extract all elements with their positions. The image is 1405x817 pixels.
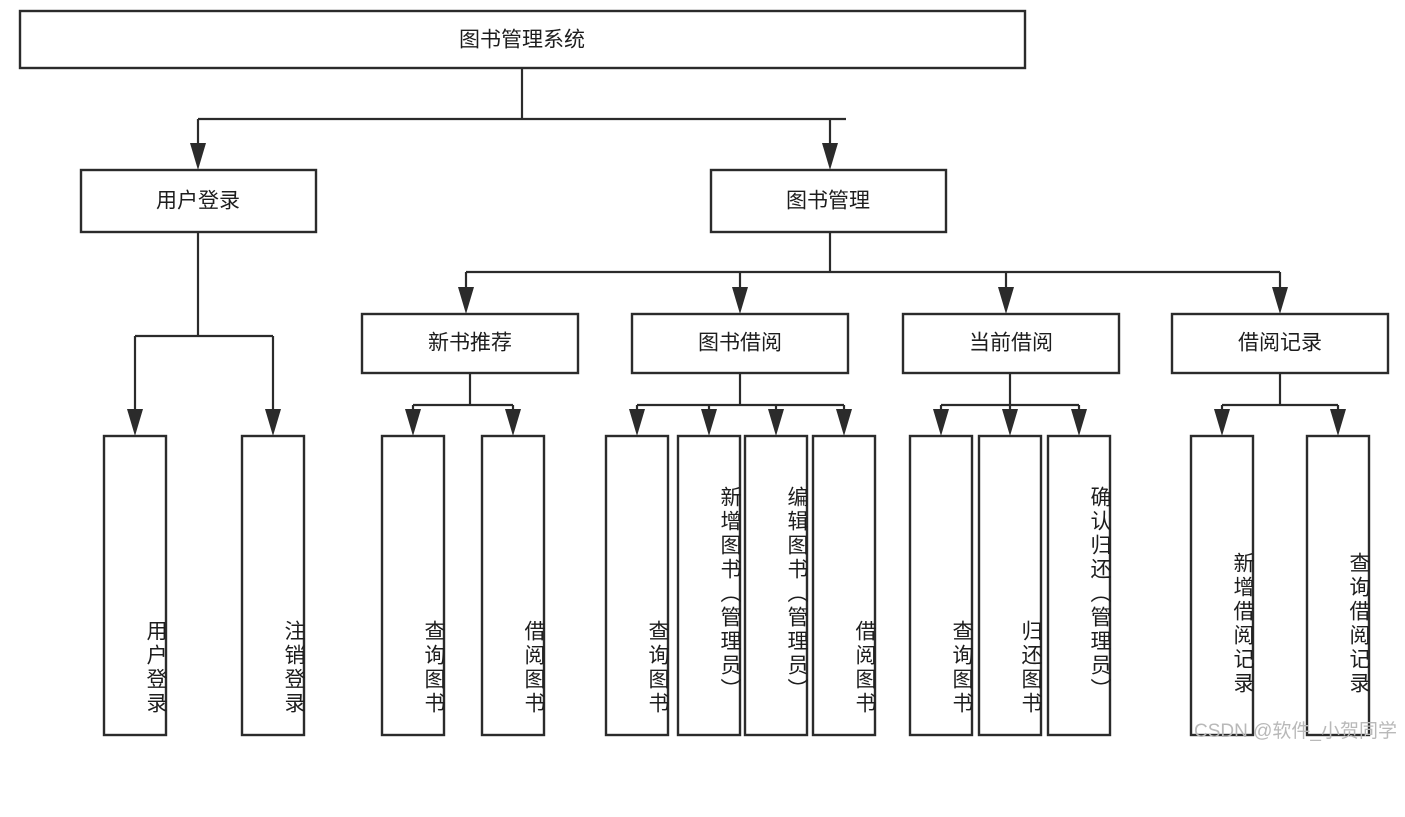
node-root-label: 图书管理系统 <box>459 29 585 52</box>
node-book-management-box[interactable] <box>709 168 948 234</box>
leaf-box[interactable] <box>1189 434 1255 737</box>
node-borrow-record-label: 借阅记录 <box>1238 332 1322 355</box>
arrow-head-icon <box>732 287 748 314</box>
arrow-head-icon <box>1214 409 1230 436</box>
arrow-head-icon <box>505 409 521 436</box>
node-book-borrow[interactable]: 图书借阅 <box>630 312 850 375</box>
arrow-head-icon <box>822 143 838 170</box>
node-borrow-record-box[interactable] <box>1170 312 1390 375</box>
leaf-box[interactable] <box>1046 434 1112 737</box>
arrow-head-icon <box>836 409 852 436</box>
leaf-box[interactable] <box>240 434 306 737</box>
arrow-head-icon <box>127 409 143 436</box>
connector-root-to-level2 <box>190 68 846 170</box>
node-user-login-box[interactable] <box>79 168 318 234</box>
arrow-head-icon <box>933 409 949 436</box>
arrow-head-icon <box>265 409 281 436</box>
arrow-head-icon <box>701 409 717 436</box>
arrow-head-icon <box>1272 287 1288 314</box>
leaf-box[interactable] <box>380 434 446 737</box>
leaf-box[interactable] <box>811 434 877 737</box>
node-current-borrow-label: 当前借阅 <box>969 332 1053 355</box>
arrow-head-icon <box>1002 409 1018 436</box>
arrow-head-icon <box>458 287 474 314</box>
node-current-borrow[interactable]: 当前借阅 <box>901 312 1121 375</box>
node-borrow-record[interactable]: 借阅记录 <box>1170 312 1390 375</box>
connector-new-book-to-leaves <box>405 373 521 436</box>
leaf-box[interactable] <box>1305 434 1371 737</box>
node-root-book-management-system[interactable]: 图书管理系统 <box>18 9 1027 70</box>
node-user-login[interactable]: 用户登录 <box>79 168 318 234</box>
leaf-box[interactable] <box>676 434 742 737</box>
arrow-head-icon <box>629 409 645 436</box>
node-book-borrow-box[interactable] <box>630 312 850 375</box>
leaf-boxes-group <box>102 434 1371 737</box>
node-new-book-recommend-box[interactable] <box>360 312 580 375</box>
connector-book-borrow-to-leaves <box>629 373 852 436</box>
diagram-canvas-container: 图书管理系统 用户登录 图书管理 新书推荐 图书借阅 当前借阅 借阅记录 <box>18 9 1397 742</box>
arrow-head-icon <box>190 143 206 170</box>
leaf-box[interactable] <box>604 434 670 737</box>
node-new-book-recommend[interactable]: 新书推荐 <box>360 312 580 375</box>
node-book-borrow-label: 图书借阅 <box>698 332 782 355</box>
node-new-book-recommend-label: 新书推荐 <box>428 332 512 355</box>
csdn-watermark: CSDN @软件_小贺同学 <box>1194 721 1397 742</box>
node-book-management-label: 图书管理 <box>786 190 870 213</box>
arrow-head-icon <box>768 409 784 436</box>
leaf-box[interactable] <box>908 434 974 737</box>
connector-book-manage-to-level3 <box>458 232 1288 314</box>
arrow-head-icon <box>998 287 1014 314</box>
node-book-management[interactable]: 图书管理 <box>709 168 948 234</box>
arrow-head-icon <box>405 409 421 436</box>
node-user-login-label: 用户登录 <box>156 190 240 213</box>
leaf-box[interactable] <box>977 434 1043 737</box>
connector-user-login-to-leaves <box>127 232 281 436</box>
leaf-box[interactable] <box>102 434 168 737</box>
arrow-head-icon <box>1071 409 1087 436</box>
node-current-borrow-box[interactable] <box>901 312 1121 375</box>
leaf-box[interactable] <box>743 434 809 737</box>
connector-borrow-record-to-leaves <box>1214 373 1346 436</box>
leaf-box[interactable] <box>480 434 546 737</box>
node-root-box[interactable] <box>18 9 1027 70</box>
structure-diagram: 图书管理系统 用户登录 图书管理 新书推荐 图书借阅 当前借阅 借阅记录 <box>18 9 1390 737</box>
arrow-head-icon <box>1330 409 1346 436</box>
connector-current-borrow-to-leaves <box>933 373 1087 436</box>
